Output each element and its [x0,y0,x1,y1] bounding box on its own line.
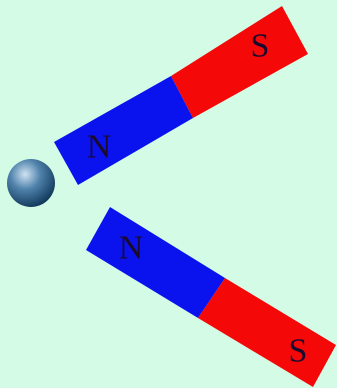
lower-magnet-south-label: S [289,333,308,370]
lower-magnet: N S [86,207,336,387]
upper-magnet-south-label: S [251,28,270,65]
upper-magnet-south-pole [171,6,308,118]
lower-magnet-south-pole [198,278,336,387]
lower-magnet-north-label: N [119,230,144,267]
upper-magnet-north-pole [54,76,193,185]
upper-magnet: N S [54,6,308,185]
lower-magnet-north-pole [86,207,225,318]
upper-magnet-north-label: N [87,129,112,166]
steel-ball [7,159,55,207]
